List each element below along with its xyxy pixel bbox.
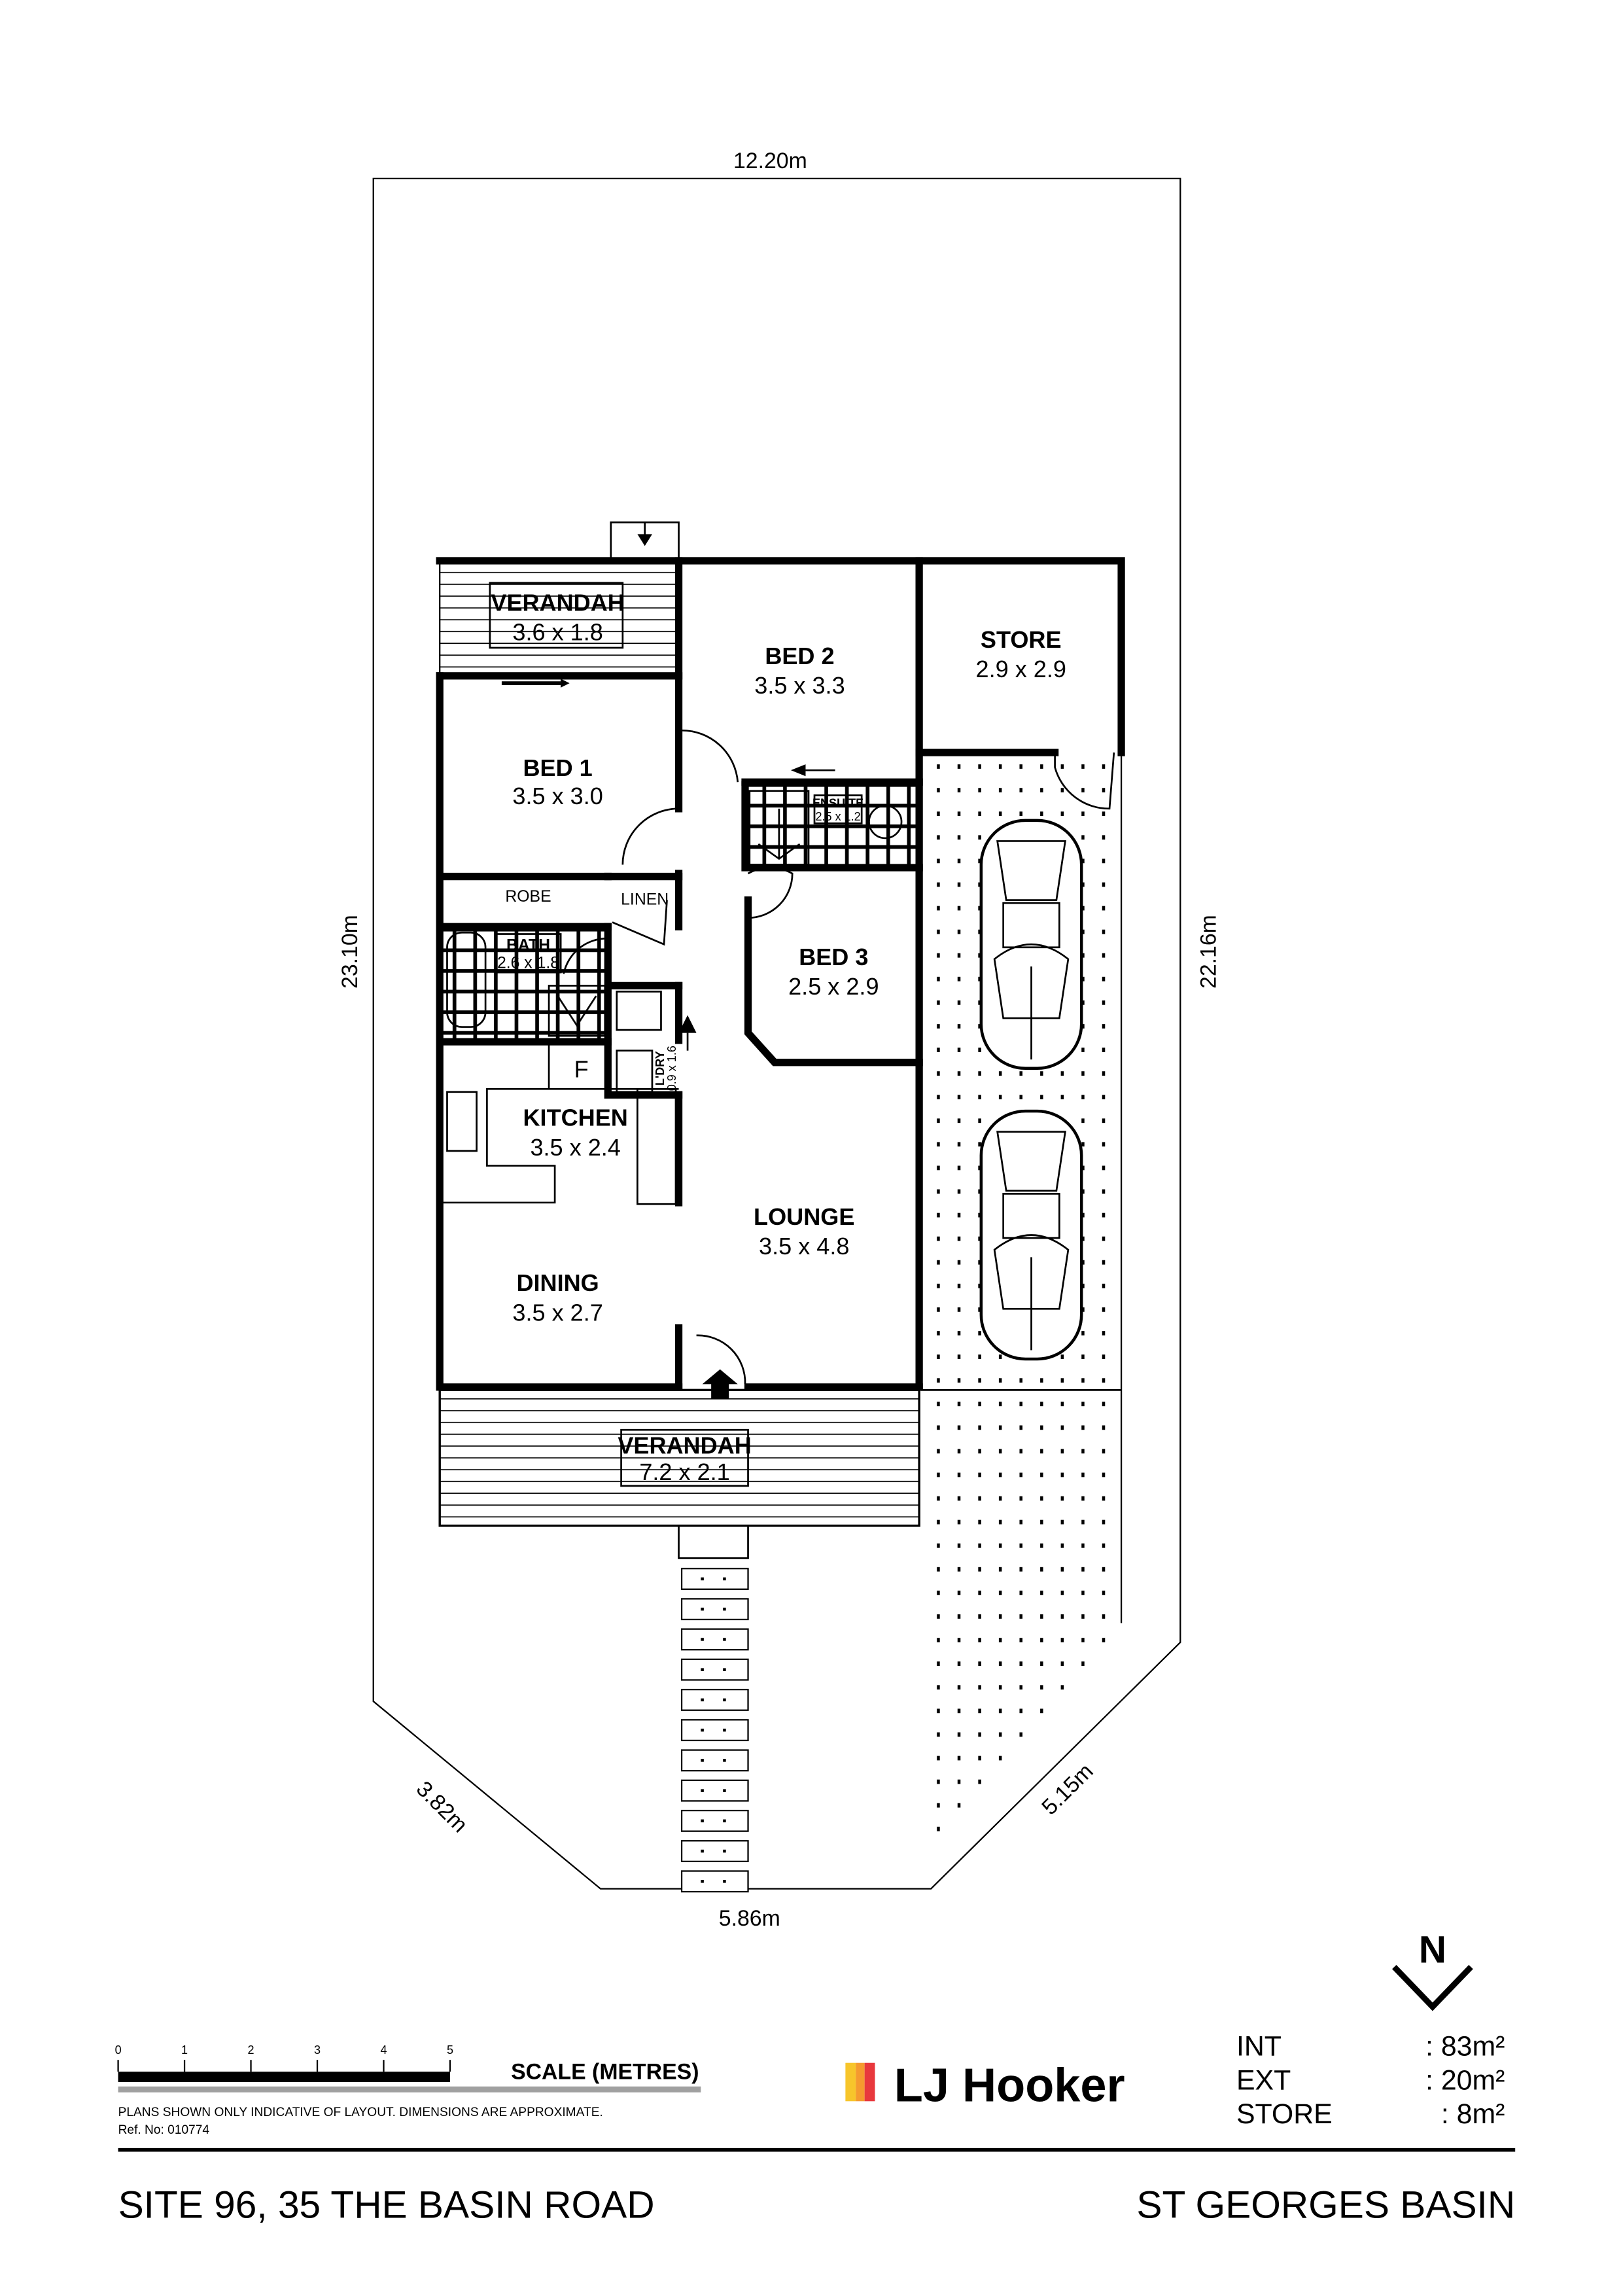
room-bed1: BED 1 3.5 x 3.0	[512, 754, 602, 809]
store-door	[1054, 752, 1115, 810]
svg-text:2.5 x 1.2: 2.5 x 1.2	[816, 810, 861, 823]
svg-text:3.5 x 3.0: 3.5 x 3.0	[512, 783, 602, 809]
dimension-top: 12.20m	[733, 149, 807, 173]
disclaimer: PLANS SHOWN ONLY INDICATIVE OF LAYOUT. D…	[118, 2106, 603, 2119]
dimension-bottom: 5.86m	[719, 1906, 780, 1931]
svg-text:3.6 x 1.8: 3.6 x 1.8	[512, 619, 602, 646]
room-store: STORE 2.9 x 2.9	[976, 626, 1066, 682]
paver	[680, 1719, 749, 1742]
area-summary: INT : 83m² EXT : 20m² STORE : 8m²	[1236, 2030, 1505, 2130]
verandah-rear	[439, 559, 680, 677]
scale-tick-label: 0	[115, 2043, 122, 2057]
dimension-right: 22.16m	[1196, 915, 1221, 989]
scale-tick-label: 5	[447, 2043, 453, 2057]
svg-text:ENSUITE: ENSUITE	[812, 797, 864, 810]
room-bath: BATH 2.6 x 1.8	[495, 933, 562, 974]
room-kitchen: KITCHEN 3.5 x 2.4	[523, 1104, 628, 1161]
svg-text:0.9 x 1.6: 0.9 x 1.6	[665, 1046, 678, 1091]
room-lounge: LOUNGE 3.5 x 4.8	[754, 1203, 854, 1260]
svg-text:2.5 x 2.9: 2.5 x 2.9	[788, 973, 879, 1000]
paver	[680, 1568, 749, 1590]
room-verandah-rear: VERANDAH 3.6 x 1.8	[489, 582, 625, 649]
svg-text:VERANDAH: VERANDAH	[491, 590, 624, 616]
reference-number: Ref. No: 010774	[118, 2123, 210, 2137]
svg-text:N: N	[1419, 1928, 1446, 1971]
address: SITE 96, 35 THE BASIN ROAD	[118, 2183, 655, 2226]
svg-text:3.5 x 2.7: 3.5 x 2.7	[512, 1299, 602, 1326]
car-icon	[979, 819, 1083, 1070]
room-linen: LINEN	[621, 891, 669, 908]
garden-path	[680, 1568, 749, 1893]
svg-text:BATH: BATH	[506, 936, 550, 954]
area-value: : 8m²	[1441, 2098, 1505, 2130]
room-ensuite: ENSUITE 2.5 x 1.2	[812, 794, 864, 824]
room-verandah-front: VERANDAH 7.2 x 2.1	[618, 1428, 752, 1487]
front-steps	[678, 1525, 749, 1559]
paver	[680, 1840, 749, 1862]
north-arrow: N	[1392, 1928, 1473, 2011]
scale-tick-label: 2	[248, 2043, 254, 2057]
room-bed3: BED 3 2.5 x 2.9	[788, 944, 879, 1000]
svg-text:7.2 x 2.1: 7.2 x 2.1	[639, 1458, 729, 1485]
svg-text:BED 1: BED 1	[523, 754, 592, 781]
scale-tick-label: 1	[181, 2043, 188, 2057]
paver	[680, 1598, 749, 1621]
room-bed2: BED 2 3.5 x 3.3	[754, 643, 845, 699]
svg-text:3.5 x 2.4: 3.5 x 2.4	[530, 1134, 620, 1161]
room-laundry: L'DRY 0.9 x 1.6	[654, 1046, 678, 1091]
svg-text:BED 3: BED 3	[799, 944, 868, 970]
paver	[680, 1628, 749, 1651]
suburb: ST GEORGES BASIN	[1136, 2183, 1515, 2226]
fridge-label: F	[574, 1055, 589, 1082]
paver	[680, 1870, 749, 1893]
svg-text:L'DRY: L'DRY	[654, 1051, 667, 1086]
svg-text:3.5 x 4.8: 3.5 x 4.8	[759, 1233, 849, 1260]
paver	[680, 1658, 749, 1681]
svg-text:2.9 x 2.9: 2.9 x 2.9	[976, 656, 1066, 682]
svg-text:LOUNGE: LOUNGE	[754, 1203, 854, 1230]
car-icon	[979, 1109, 1083, 1361]
svg-text:BED 2: BED 2	[765, 643, 834, 669]
svg-text:DINING: DINING	[516, 1269, 599, 1296]
svg-text:3.5 x 3.3: 3.5 x 3.3	[754, 672, 845, 699]
room-dining: DINING 3.5 x 2.7	[512, 1269, 602, 1326]
svg-text:STORE: STORE	[981, 626, 1062, 653]
room-robe: ROBE	[505, 888, 551, 906]
paver	[680, 1809, 749, 1832]
paver	[680, 1749, 749, 1772]
area-value: : 83m²	[1425, 2030, 1505, 2062]
svg-text:KITCHEN: KITCHEN	[523, 1104, 628, 1131]
svg-text:2.6 x 1.8: 2.6 x 1.8	[497, 954, 559, 972]
scale-tick-label: 3	[314, 2043, 321, 2057]
area-value: : 20m²	[1425, 2064, 1505, 2096]
svg-text:VERANDAH: VERANDAH	[618, 1432, 751, 1458]
svg-text:LJ Hooker: LJ Hooker	[894, 2059, 1125, 2111]
walls	[436, 557, 1125, 1391]
area-label: EXT	[1236, 2064, 1291, 2096]
fixtures	[442, 679, 903, 1399]
scale-tick-label: 4	[380, 2043, 387, 2057]
scale-bar: 0 1 2 3 4 5 SCALE (METRES)	[115, 2043, 701, 2093]
area-label: STORE	[1236, 2098, 1333, 2130]
site-boundary	[372, 177, 1181, 1890]
area-label: INT	[1236, 2030, 1282, 2062]
lj-hooker-logo: LJ Hooker	[845, 2059, 1125, 2111]
paver	[680, 1779, 749, 1802]
scale-label: SCALE (METRES)	[511, 2059, 699, 2084]
dimension-left: 23.10m	[338, 915, 362, 989]
door-swings	[563, 729, 794, 1385]
dimension-bottom-left: 3.82m	[411, 1776, 472, 1837]
paver	[680, 1689, 749, 1711]
dimension-bottom-right: 5.15m	[1037, 1759, 1098, 1820]
